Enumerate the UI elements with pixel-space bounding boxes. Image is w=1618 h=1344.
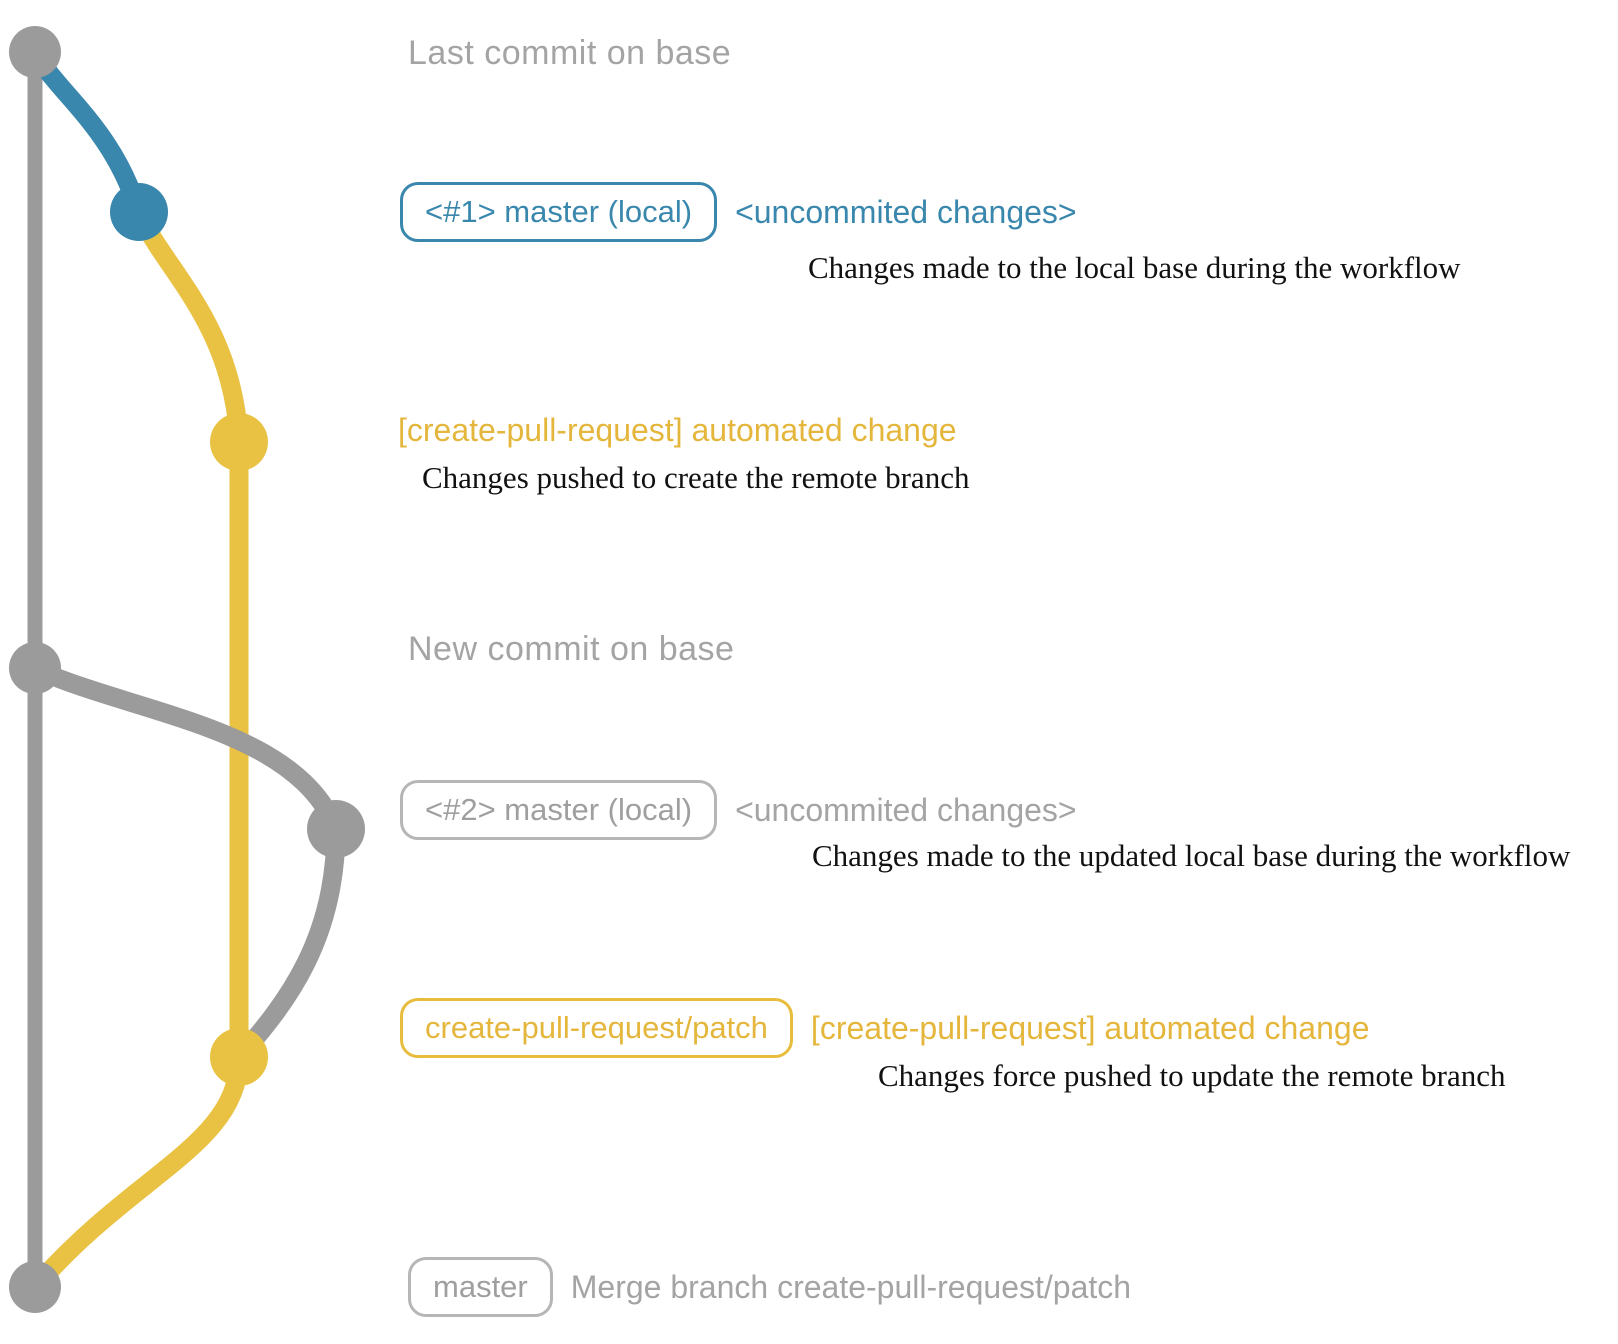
rebase-curve-1-edge	[26, 659, 346, 839]
branch-badge-master-local-1: <#1> master (local)	[400, 182, 718, 242]
git-graph	[9, 26, 365, 1313]
branch-badge-create-pull-request-patch: create-pull-request/patch	[400, 998, 793, 1058]
note-uncommited-changes-1: <uncommited changes>	[735, 193, 1077, 230]
row-merge-commit: master Merge branch create-pull-request/…	[408, 1256, 1131, 1318]
commit-local-1-node	[110, 183, 168, 241]
note-merge-branch: Merge branch create-pull-request/patch	[570, 1268, 1132, 1305]
note-automated-change-1: [create-pull-request] automated change	[398, 412, 957, 448]
row-automated-commit-2: create-pull-request/patch [create-pull-r…	[400, 996, 1369, 1060]
rebase-curve-2-edge	[229, 819, 346, 1067]
note-uncommited-changes-2: <uncommited changes>	[735, 791, 1077, 828]
detail-push-create-branch: Changes pushed to create the remote bran…	[422, 460, 970, 495]
commit-automated-1-node	[210, 413, 268, 471]
row-local-commit-2: <#2> master (local) <uncommited changes>	[400, 778, 1077, 842]
row-local-commit-1: <#1> master (local) <uncommited changes>	[400, 180, 1077, 244]
commit-new-on-base-node	[9, 642, 61, 694]
note-automated-change-2: [create-pull-request] automated change	[810, 1009, 1370, 1046]
commit-merge-node	[9, 1261, 61, 1313]
detail-local-changes-1: Changes made to the local base during th…	[808, 250, 1461, 285]
branch-badge-master-local-2: <#2> master (local)	[400, 780, 718, 840]
detail-force-push-branch: Changes force pushed to update the remot…	[878, 1058, 1506, 1093]
create-pull-request-branch-edge	[26, 202, 249, 1296]
commit-local-2-node	[307, 800, 365, 858]
commit-last-on-base-node	[9, 26, 61, 78]
label-new-commit-on-base: New commit on base	[408, 630, 735, 668]
label-last-commit-on-base: Last commit on base	[408, 34, 732, 72]
detail-local-changes-2: Changes made to the updated local base d…	[812, 838, 1571, 873]
branch-badge-master: master	[408, 1257, 553, 1317]
local-change-curve-1-edge	[26, 44, 148, 220]
commit-automated-2-node	[210, 1028, 268, 1086]
